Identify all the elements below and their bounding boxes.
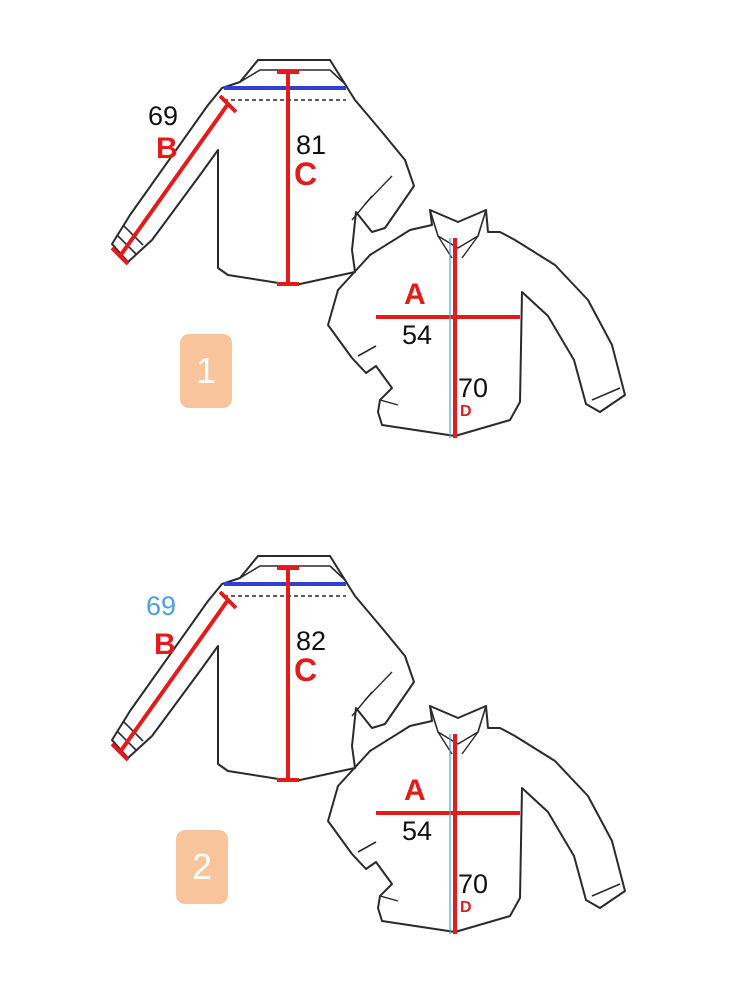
size-badge: 1: [180, 334, 232, 408]
shirt-back-icon: [111, 59, 415, 285]
front-value: 70: [458, 373, 489, 403]
chest-value: 54: [402, 320, 433, 350]
sleeve-letter: B: [154, 628, 176, 661]
shirt-front-icon: [327, 705, 626, 933]
shirt-diagram: [110, 555, 626, 934]
front-letter: D: [460, 899, 472, 916]
chest-letter: A: [404, 278, 426, 311]
sleeve-line: [118, 102, 230, 258]
length-letter: C: [294, 156, 318, 192]
size-panel-1: 69 B 81 C A 54 70 D 1: [110, 59, 626, 438]
length-value: 82: [296, 626, 327, 656]
chest-value: 54: [402, 816, 433, 846]
shirt-diagram: [110, 59, 626, 438]
front-letter: D: [460, 403, 472, 420]
length-value: 81: [296, 130, 327, 160]
size-badge: 2: [176, 830, 228, 904]
shirt-back-icon: [111, 555, 415, 781]
sleeve-value: 69: [148, 101, 179, 131]
chest-letter: A: [404, 774, 426, 807]
front-value: 70: [458, 869, 489, 899]
shirt-front-icon: [327, 209, 626, 437]
size-panel-2: 69 B 82 C A 54 70 D 2: [0, 496, 750, 996]
sleeve-line: [118, 598, 230, 754]
sleeve-letter: B: [156, 132, 178, 165]
length-letter: C: [294, 652, 318, 688]
sleeve-value: 69: [146, 591, 177, 621]
